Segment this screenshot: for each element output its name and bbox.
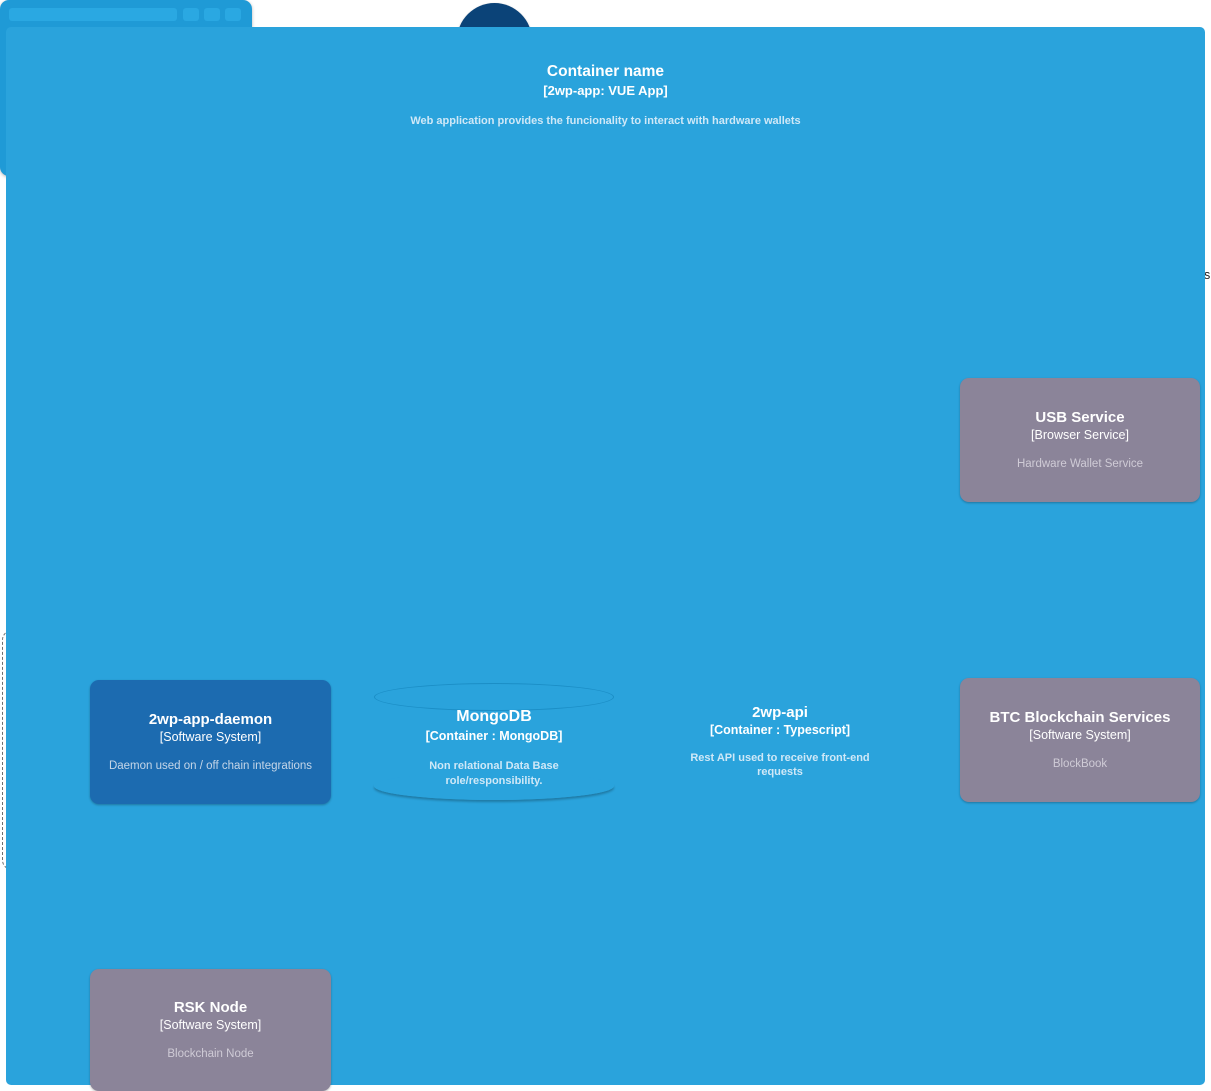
api-title: 2wp-api [752,703,808,721]
node-2wp-api-shape[interactable] [685,653,875,829]
mongodb-cylinder-body [374,697,614,786]
mongodb-type: [Container : MongoDB] [425,729,563,743]
browser-chrome-bar [6,6,246,23]
browser-close-icon[interactable] [225,8,241,21]
browser-maximize-icon[interactable] [204,8,220,21]
vue-app-title: Container name [546,63,665,80]
daemon-title: 2wp-app-daemon [148,711,273,728]
node-2wp-app-daemon[interactable]: 2wp-app-daemon [Software System] Daemon … [90,680,331,804]
rsk-type: [Software System] [159,1018,262,1032]
mongodb-desc: Non relational Data Base role/responsibi… [429,760,559,787]
rsk-desc: Blockchain Node [167,1048,254,1060]
node-btc-blockchain-services[interactable]: BTC Blockchain Services [Software System… [960,678,1200,802]
mongodb-cylinder-top [374,683,614,711]
usb-service-desc: Hardware Wallet Service [1016,458,1144,470]
browser-minimize-icon[interactable] [183,8,199,21]
mongodb-content: MongoDB [Container : MongoDB] Non relati… [374,705,614,791]
btc-title: BTC Blockchain Services [989,709,1171,726]
btc-type: [Software System] [1029,728,1131,742]
node-2wp-api: 2wp-api [Container : Typescript] Rest AP… [685,653,875,829]
daemon-desc: Daemon used on / off chain integrations [108,760,313,772]
daemon-type: [Software System] [159,730,262,744]
usb-service-type: [Browser Service] [1031,428,1129,442]
vue-app-desc: Web application provides the funcionalit… [410,115,801,127]
mongodb-cylinder-bottom [374,772,614,800]
node-rsk-node[interactable]: RSK Node [Software System] Blockchain No… [90,969,331,1091]
api-desc: Rest API used to receive front-end reque… [690,751,870,778]
browser-url-bar [9,8,177,21]
node-usb-service[interactable]: USB Service [Browser Service] Hardware W… [960,378,1200,502]
api-type: [Container : Typescript] [709,722,851,737]
btc-desc: BlockBook [1052,758,1108,770]
node-mongodb[interactable]: MongoDB [Container : MongoDB] Non relati… [374,683,614,800]
rsk-title: RSK Node [173,999,248,1016]
usb-service-title: USB Service [1035,409,1125,426]
vue-app-content: Container name [2wp-app: VUE App] Web ap… [6,27,1205,1085]
mongodb-title: MongoDB [456,708,532,725]
vue-app-type: [2wp-app: VUE App] [543,83,668,98]
